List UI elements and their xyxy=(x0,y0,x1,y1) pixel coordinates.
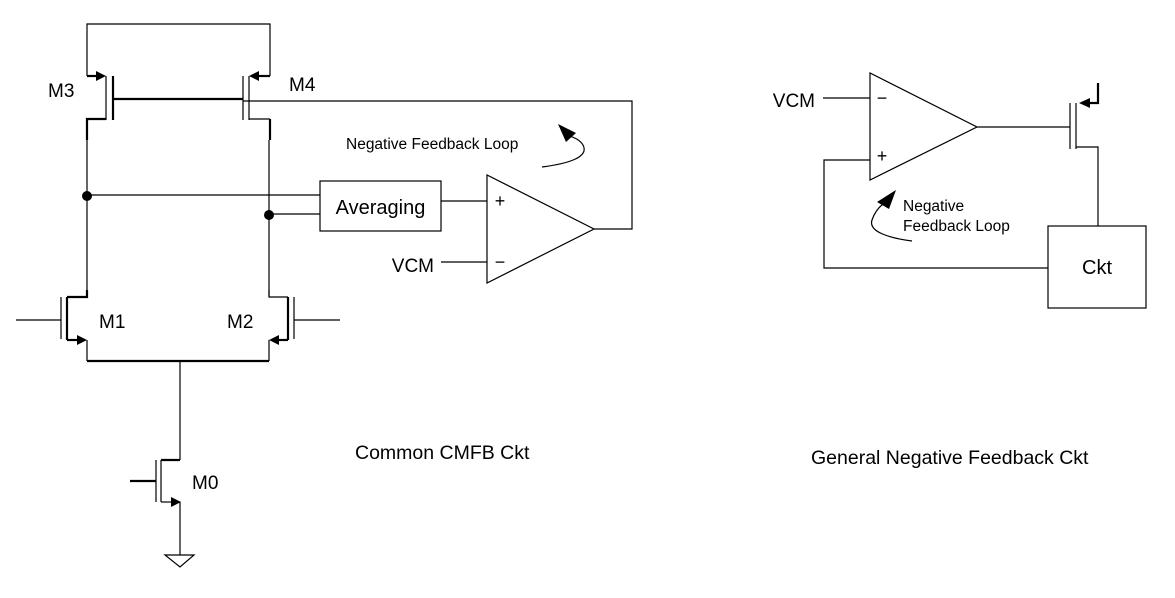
averaging-block xyxy=(319,180,442,232)
feedback-note: Negative Feedback Loop xyxy=(346,136,518,153)
feedback-arrow-head xyxy=(558,124,576,142)
cmfb-caption: Common CMFB Ckt xyxy=(355,442,530,464)
m4-source-arrow xyxy=(249,71,259,81)
feedback-note-right-line2: Feedback Loop xyxy=(903,218,1010,235)
ckt-label: Ckt xyxy=(1082,257,1112,279)
label-m1: M1 xyxy=(99,312,125,333)
ckt-block xyxy=(1047,225,1147,309)
opamp-minus-sign-right: − xyxy=(877,88,888,108)
opamp-plus-sign-right: + xyxy=(877,146,888,166)
feedback-note-right-line1: Negative xyxy=(903,198,964,215)
pass-drain xyxy=(1076,146,1099,226)
feedback-arrow-curve xyxy=(541,135,585,168)
transistor-m2 xyxy=(268,290,340,361)
general-feedback-circuit: − + VCM Ckt Negative Feedback Loop Gener… xyxy=(773,72,1147,469)
general-feedback-wire xyxy=(823,159,1048,269)
label-m0: M0 xyxy=(192,473,218,494)
label-m2: M2 xyxy=(227,312,253,333)
m2-source-arrow xyxy=(269,335,279,345)
vcm-label-right: VCM xyxy=(773,91,815,112)
opamp-plus-sign: + xyxy=(495,191,506,211)
pass-source-arrow xyxy=(1079,98,1090,108)
cmfb-feedback-wire xyxy=(243,100,633,230)
m2-drain xyxy=(268,290,288,298)
general-caption: General Negative Feedback Ckt xyxy=(811,447,1089,469)
feedback-arrow-head-right xyxy=(877,190,896,209)
feedback-arrow-curve-right xyxy=(871,203,913,242)
m0-source-arrow xyxy=(171,497,181,507)
transistor-m0 xyxy=(130,458,181,555)
m3-drain xyxy=(85,117,106,140)
pass-source xyxy=(1090,83,1100,105)
m3-source-arrow xyxy=(96,71,106,81)
feedback-opamp xyxy=(869,72,979,181)
opamp-minus-sign: − xyxy=(495,252,506,272)
m1-drain xyxy=(67,290,89,299)
label-m4: M4 xyxy=(289,75,316,96)
transistor-m4 xyxy=(242,71,272,140)
averaging-label: Averaging xyxy=(336,197,426,219)
supply-rail xyxy=(86,23,271,76)
junction-dot-left xyxy=(82,191,92,201)
ground-icon xyxy=(163,554,196,568)
transistor-m3 xyxy=(85,71,115,140)
vcm-label: VCM xyxy=(392,256,434,277)
pass-transistor xyxy=(1069,83,1100,226)
transistor-m1 xyxy=(16,290,89,361)
label-m3: M3 xyxy=(48,81,74,102)
m1-source-arrow xyxy=(77,335,87,345)
cmfb-opamp xyxy=(486,174,596,284)
junction-dot-right xyxy=(264,210,274,220)
cmfb-circuit: Averaging + − VCM Negative Feedback Loop xyxy=(16,23,633,568)
